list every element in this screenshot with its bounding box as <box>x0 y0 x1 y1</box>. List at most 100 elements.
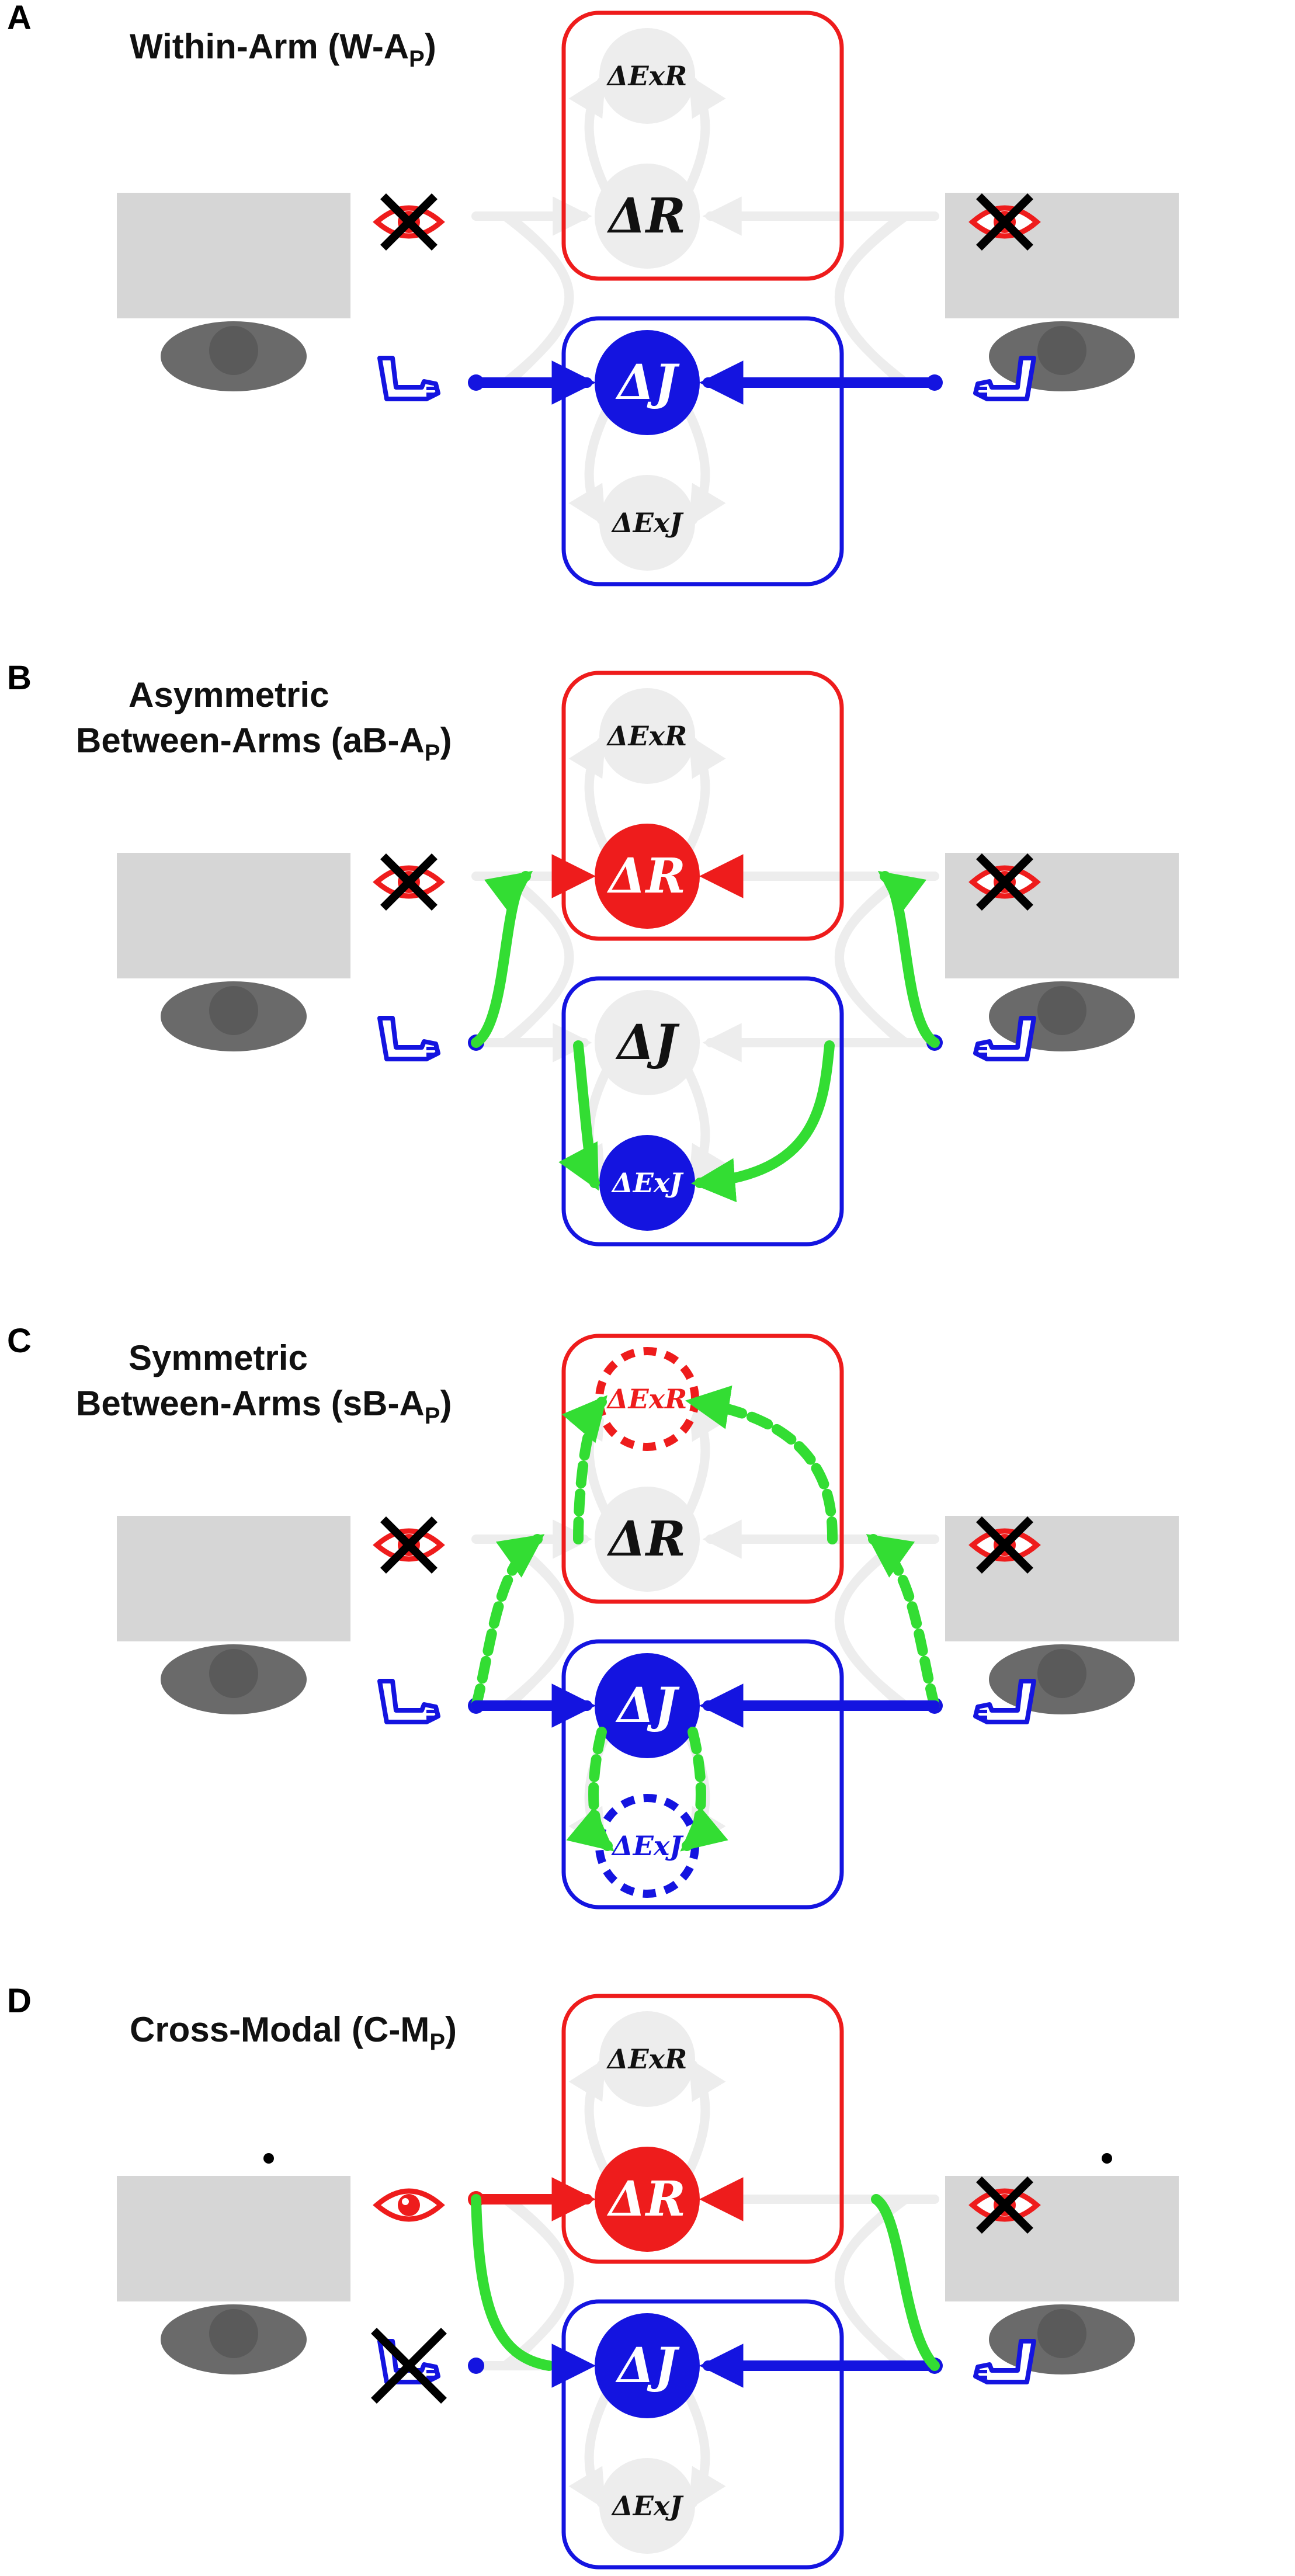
bg-link <box>682 404 726 527</box>
proprioceptive-space-box <box>561 1639 844 1910</box>
bg-link <box>568 735 612 857</box>
panel-title: Within-Arm (W-AP) <box>130 27 436 72</box>
node-label-dR: ΔR <box>606 2171 686 2227</box>
panel-title-close: ) <box>445 2010 457 2049</box>
bg-link <box>682 2058 726 2181</box>
panel-title-text: Within-Arm (W-A <box>130 27 409 66</box>
node-label-dExR: ΔExR <box>606 60 687 92</box>
cross-out-icon <box>371 2328 447 2404</box>
dashed-link-to-dExR-right <box>685 1385 838 1544</box>
proprioceptive-space-box <box>561 2299 844 2570</box>
green-link-eye-to-dJ <box>471 2194 554 2371</box>
green-link-right-to-dR <box>871 2194 940 2371</box>
green-link-to-dExJ-right <box>690 1040 835 1203</box>
node-dExR <box>599 2011 695 2107</box>
proprioceptive-space-box <box>561 316 844 586</box>
left-subject-image <box>117 853 350 1051</box>
node-dExJ <box>599 1135 695 1231</box>
node-dR <box>595 824 700 929</box>
bg-link <box>682 2387 726 2510</box>
dashed-link-to-dExJ-left <box>566 1727 614 1852</box>
dashed-link-left-to-dR <box>471 1534 545 1711</box>
visual-space-box <box>561 11 844 281</box>
bg-link <box>835 2195 910 2370</box>
node-label-dExJ: ΔExJ <box>611 2490 684 2522</box>
node-dJ <box>595 2313 700 2418</box>
node-dExJ <box>599 2458 695 2554</box>
arm-icon <box>380 1681 438 1722</box>
node-label-dJ: ΔJ <box>615 1678 681 1734</box>
node-dJ <box>595 1653 700 1758</box>
panel-label: D <box>7 1982 32 2020</box>
visual-space-box <box>561 671 844 941</box>
bg-link <box>568 2058 612 2181</box>
node-label-dExR: ΔExR <box>606 1383 687 1415</box>
node-dR <box>595 2147 700 2252</box>
panel-title-close: ) <box>440 721 452 760</box>
node-label-dJ: ΔJ <box>615 2338 681 2394</box>
node-dJ <box>595 330 700 435</box>
panel-title: Between-Arms (aB-AP) <box>76 721 452 766</box>
panel-title-text: Between-Arms (aB-A <box>76 721 425 760</box>
panel-D: D Cross-Modal (C-MP) ΔExR ΔR ΔJ ΔExJ <box>7 1982 1179 2570</box>
node-label-dExR: ΔExR <box>606 2043 687 2075</box>
panel-title-line1: Asymmetric <box>129 675 329 714</box>
node-label-dExJ: ΔExJ <box>611 1830 684 1862</box>
node-dR <box>595 164 700 269</box>
bg-link <box>835 872 910 1047</box>
eye-icon <box>377 2191 441 2219</box>
bg-link <box>568 404 612 527</box>
dashed-link-to-dExJ-right <box>680 1727 728 1852</box>
panel-title-line1: Symmetric <box>129 1338 308 1377</box>
node-label-dExJ: ΔExJ <box>611 507 684 539</box>
node-dExJ <box>599 475 695 571</box>
green-link-left-to-dR <box>471 870 533 1048</box>
visual-space-box <box>561 1994 844 2264</box>
node-label-dJ: ΔJ <box>615 1015 681 1071</box>
node-label-dExJ: ΔExJ <box>611 1167 684 1199</box>
panel-title-subscript: P <box>425 740 440 766</box>
visual-space-box <box>561 1334 844 1604</box>
bg-link <box>568 75 612 197</box>
bg-link <box>682 735 726 857</box>
panel-title-text: Cross-Modal (C-M <box>130 2010 429 2049</box>
dashed-link-to-dExR-left <box>561 1395 607 1544</box>
node-label-dJ: ΔJ <box>615 355 681 411</box>
node-label-dR: ΔR <box>606 848 686 904</box>
green-link-right-to-dR <box>877 870 940 1048</box>
panel-title-subscript: P <box>429 2029 445 2055</box>
green-link-to-dExJ-left <box>558 1040 600 1191</box>
left-arm-source-dot <box>468 2358 484 2374</box>
left-target-dot <box>263 2153 274 2164</box>
panel-title-subscript: P <box>409 46 425 72</box>
node-dJ <box>595 990 700 1095</box>
node-dExR <box>599 688 695 784</box>
panel-title-close: ) <box>440 1384 452 1423</box>
node-dExR <box>599 28 695 124</box>
panel-title-subscript: P <box>425 1403 440 1429</box>
node-label-dR: ΔR <box>606 188 686 244</box>
proprioceptive-space-box <box>561 976 844 1247</box>
right-target-dot <box>1102 2153 1112 2164</box>
arm-icon <box>380 358 438 399</box>
panel-label: B <box>7 659 32 697</box>
bg-link <box>501 872 574 1047</box>
bg-link <box>501 211 574 387</box>
node-label-dExR: ΔExR <box>606 720 687 752</box>
bg-link <box>501 2195 574 2370</box>
panel-title-text: Between-Arms (sB-A <box>76 1384 425 1423</box>
bg-link <box>568 2387 612 2510</box>
left-subject-image <box>117 193 350 391</box>
panel-title-close: ) <box>425 27 436 66</box>
panel-title: Between-Arms (sB-AP) <box>76 1384 452 1429</box>
dashed-link-right-to-dR <box>866 1534 940 1711</box>
bg-link <box>682 75 726 197</box>
node-label-dR: ΔR <box>606 1511 686 1567</box>
left-subject-image <box>117 2176 350 2374</box>
panel-label: C <box>7 1322 32 1360</box>
panel-title: Cross-Modal (C-MP) <box>130 2010 457 2055</box>
